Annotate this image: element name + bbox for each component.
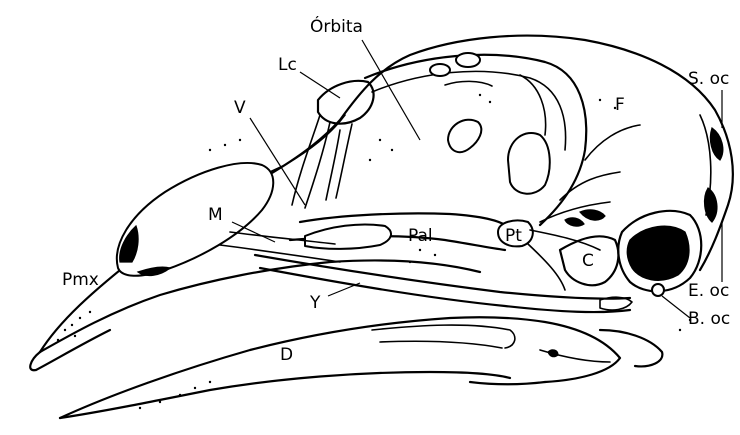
label-e-oc: E. oc [688, 281, 729, 301]
upper-skull-outline [30, 36, 733, 371]
label-orbita: Órbita [310, 15, 363, 37]
supraoccipital [700, 115, 723, 222]
label-c: C [582, 251, 594, 271]
label-pal: Pal [408, 226, 433, 246]
lacrimal-bone [292, 81, 374, 208]
leader-b-oc [662, 296, 690, 318]
label-pmx: Pmx [62, 270, 99, 290]
label-y: Y [309, 293, 321, 313]
label-m: M [208, 205, 223, 225]
palatine-bone [290, 213, 510, 250]
label-v: V [234, 98, 246, 118]
label-pt: Pt [505, 226, 522, 246]
label-d: D [280, 345, 293, 365]
label-s-oc: S. oc [688, 69, 729, 89]
leader-lc [300, 72, 340, 98]
label-b-oc: B. oc [688, 309, 730, 329]
orbit [365, 53, 586, 225]
mandible [60, 317, 662, 418]
frontal-bone [560, 125, 640, 200]
leader-y [328, 283, 360, 296]
nostril-opening [117, 163, 273, 276]
label-f: F [615, 95, 625, 115]
label-lc: Lc [278, 55, 297, 75]
